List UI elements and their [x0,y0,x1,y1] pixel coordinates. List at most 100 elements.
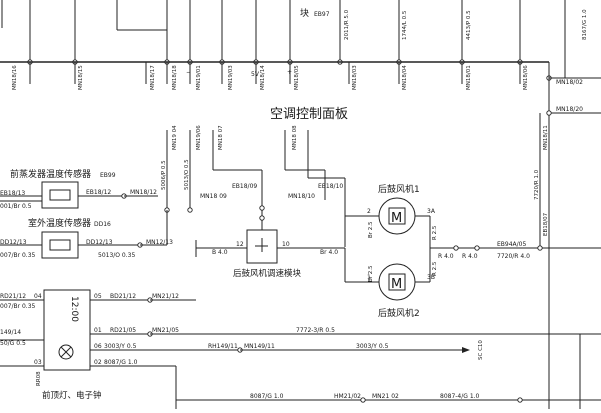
svg-text:MN19/01: MN19/01 [196,65,202,90]
svg-text:RH149/11: RH149/11 [208,343,238,350]
svg-text:MN19 04: MN19 04 [172,125,178,150]
svg-text:EB99: EB99 [100,172,116,179]
svg-text:EB18/09: EB18/09 [232,183,257,190]
svg-text:Br 4.0: Br 4.0 [320,249,338,256]
svg-text:MN149/11: MN149/11 [244,343,275,350]
svg-text:室外温度传感器: 室外温度传感器 [28,217,91,229]
svg-text:04: 04 [34,293,42,300]
svg-text:HM21/02: HM21/02 [334,393,361,400]
svg-text:2: 2 [367,208,371,215]
svg-text:1744/L 0.5: 1744/L 0.5 [402,10,408,40]
svg-text:MN18/15: MN18/15 [78,65,84,90]
svg-text:R 4.0: R 4.0 [462,253,478,260]
svg-text:RD21/05: RD21/05 [110,327,136,334]
svg-text:块: 块 [300,7,309,19]
svg-text:RD21/12: RD21/12 [0,293,26,300]
svg-text:R 4.0: R 4.0 [438,253,454,260]
svg-text:前蒸发器温度传感器: 前蒸发器温度传感器 [10,168,91,180]
clock-module: 12:00 前顶灯、电子钟 RR08 04 05 01 06 03 02 RD2… [0,289,601,409]
svg-text:EB18/12: EB18/12 [86,189,111,196]
svg-text:7720/R 1.0: 7720/R 1.0 [534,169,540,200]
svg-text:3003/Y 0.5: 3003/Y 0.5 [356,343,389,350]
svg-text:MN21/12: MN21/12 [152,293,179,300]
svg-text:MN18/18: MN18/18 [172,65,178,90]
panel-title: 空调控制面板 [270,107,348,122]
svg-text:8167/G 1.0: 8167/G 1.0 [582,9,588,40]
svg-text:1: 1 [367,274,371,281]
svg-text:8087/G 1.0: 8087/G 1.0 [250,393,284,400]
svg-text:MN21 02: MN21 02 [372,393,399,400]
rear-blower-1: 后鼓风机1 M 2 3A Br 2.5 R 2.5 [345,183,438,248]
panel-wires [29,62,521,84]
svg-text:02: 02 [94,359,102,366]
svg-text:50/G 0.5: 50/G 0.5 [0,340,26,347]
svg-text:B 4.0: B 4.0 [212,249,228,256]
svg-text:06: 06 [94,343,102,350]
svg-text:10: 10 [282,241,290,248]
svg-text:RR08: RR08 [36,371,42,386]
svg-text:5006/P 0.5: 5006/P 0.5 [161,160,167,190]
blower-feed: R 4.0 R 4.0 EB94A/05 7720/R 4.0 7720/R 1… [430,169,601,260]
svg-text:−: − [186,69,191,76]
svg-text:M: M [391,211,402,226]
svg-text:MN18/05: MN18/05 [294,65,300,90]
svg-text:2011/R 5.0: 2011/R 5.0 [344,9,350,40]
svg-text:MN18 08: MN18 08 [292,125,298,150]
rear-blower-speed-module: 12 10 B 4.0 Br 4.0 后鼓风机调速模块 MN18 09 EB18… [195,183,345,279]
rear-blower-2: M 后鼓风机2 1 3B Br 2.5 R 2.5 [344,248,438,319]
svg-text:5013/O 0.35: 5013/O 0.35 [98,252,135,259]
svg-text:MN21/05: MN21/05 [152,327,179,334]
svg-text:R 2.5: R 2.5 [432,261,438,276]
top-vertical-labels: MN18/16 MN18/15 MN18/17 MN18/18 MN19/01 … [12,9,588,150]
svg-text:后鼓风机2: 后鼓风机2 [378,307,420,319]
svg-text:MN12/13: MN12/13 [146,239,173,246]
svg-text:3B: 3B [427,274,435,281]
top-vertical-wires [1,0,566,78]
outdoor-temp-sensor: 室外温度传感器 DD16 DD12/13 007/Br 0.35 DD12/13… [0,210,173,259]
svg-text:后鼓风机调速模块: 后鼓风机调速模块 [233,268,302,279]
svg-text:前顶灯、电子钟: 前顶灯、电子钟 [42,390,102,401]
svg-text:MN18/12: MN18/12 [130,189,157,196]
svg-text:MN18/10: MN18/10 [288,193,315,200]
svg-text:8087/G 1.0: 8087/G 1.0 [104,359,138,366]
svg-text:007/Br 0.35: 007/Br 0.35 [0,252,36,259]
svg-text:DD12/13: DD12/13 [0,239,27,246]
bottom-wires: 8087/G 1.0 HM21/02 MN21 02 8087-4/G 1.0 [176,334,601,409]
svg-text:R 2.5: R 2.5 [432,225,438,240]
svg-text:05: 05 [94,293,102,300]
svg-text:MN18/06: MN18/06 [523,65,529,90]
svg-text:MN18/16: MN18/16 [12,65,18,90]
svg-text:MN18/02: MN18/02 [556,79,583,86]
svg-text:01: 01 [94,327,102,334]
svg-text:EB18/10: EB18/10 [318,183,343,190]
svg-text:001/Br 0.5: 001/Br 0.5 [0,203,32,210]
svg-text:MN18/04: MN18/04 [402,65,408,90]
svg-text:8087-4/G 1.0: 8087-4/G 1.0 [440,393,480,400]
svg-text:SC C10: SC C10 [478,340,484,360]
svg-text:MN18/01: MN18/01 [466,65,472,90]
svg-text:007/Br 0.35: 007/Br 0.35 [0,303,36,310]
svg-text:EB97: EB97 [314,11,330,18]
svg-text:DD16: DD16 [94,221,111,228]
svg-text:149/14: 149/14 [0,329,21,336]
svg-text:EB18/13: EB18/13 [0,190,25,197]
svg-text:MN19/03: MN19/03 [228,65,234,90]
svg-text:3003/Y 0.5: 3003/Y 0.5 [104,343,137,350]
svg-text:EB94A/05: EB94A/05 [497,241,526,248]
svg-text:12:00: 12:00 [69,296,79,322]
svg-text:5V: 5V [251,71,260,78]
svg-text:7720/R 4.0: 7720/R 4.0 [497,253,530,260]
svg-text:BD21/12: BD21/12 [110,293,136,300]
svg-text:MN18/17: MN18/17 [150,65,156,90]
svg-text:Br 2.5: Br 2.5 [368,221,374,238]
svg-text:7772-3/R 0.5: 7772-3/R 0.5 [296,327,335,334]
svg-text:4413/P 0.5: 4413/P 0.5 [466,10,472,40]
svg-text:MN18/03: MN18/03 [352,65,358,90]
svg-text:EB18/07: EB18/07 [543,212,549,236]
svg-text:03: 03 [34,359,42,366]
svg-text:+: + [287,69,292,76]
svg-text:后鼓风机1: 后鼓风机1 [378,183,420,195]
svg-text:12: 12 [236,241,244,248]
